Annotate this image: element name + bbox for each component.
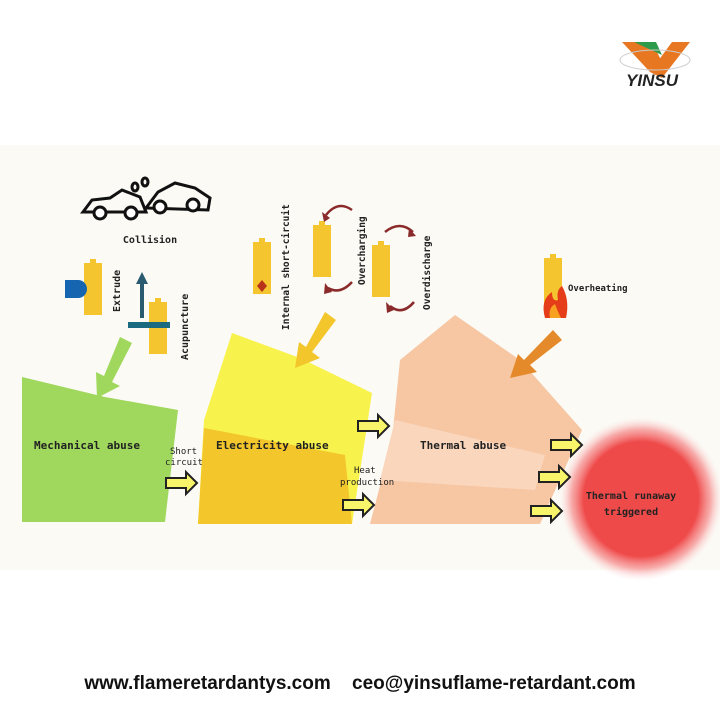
- arrow-electricity-down: [295, 312, 336, 368]
- yinsu-logo: YINSU: [619, 42, 691, 90]
- email-link[interactable]: ceo@yinsuflame-retardant.com: [352, 673, 636, 694]
- electricity-abuse-lower: [198, 428, 352, 524]
- short-circuit-label-1: Short: [170, 447, 197, 457]
- website-link[interactable]: www.flameretardantys.com: [84, 673, 331, 694]
- thermal-abuse-band: [380, 420, 545, 490]
- arrow-mechanical-down: [96, 337, 132, 398]
- thermal-runaway-label-2: triggered: [604, 506, 658, 518]
- collision-label: Collision: [123, 234, 177, 246]
- heat-production-label-1: Heat: [354, 466, 376, 476]
- logo-text: YINSU: [626, 71, 679, 90]
- footer-contact: www.flameretardantys.com ceo@yinsuflame-…: [0, 673, 720, 695]
- extrude-icon: [65, 259, 102, 315]
- overdischarge-label: Overdischarge: [422, 235, 433, 310]
- mechanical-abuse-label: Mechanical abuse: [34, 439, 140, 452]
- mechanical-abuse-block: [22, 377, 178, 522]
- arrow-thermal-down: [510, 330, 562, 378]
- thermal-runaway-label-1: Thermal runaway: [586, 491, 676, 502]
- overcharging-label: Overcharging: [357, 216, 368, 285]
- internal-short-circuit-label: Internal short-circuit: [281, 204, 292, 330]
- heat-production-label-2: production: [340, 478, 394, 488]
- overdischarge-icon: [372, 224, 416, 313]
- short-circuit-label-2: circuit: [165, 458, 203, 468]
- thermal-abuse-label: Thermal abuse: [420, 439, 506, 452]
- acupuncture-icon: [128, 272, 170, 354]
- electricity-abuse-label: Electricity abuse: [216, 439, 329, 452]
- extrude-label: Extrude: [112, 270, 123, 312]
- acupuncture-label: Acupuncture: [180, 294, 191, 360]
- overheating-label: Overheating: [568, 283, 628, 294]
- car-collision-icon: [80, 176, 212, 221]
- overheating-battery-icon: [543, 254, 568, 318]
- internal-short-battery-icon: [253, 238, 271, 294]
- overcharging-icon: [313, 204, 353, 294]
- thermal-runaway-circle: [559, 417, 720, 581]
